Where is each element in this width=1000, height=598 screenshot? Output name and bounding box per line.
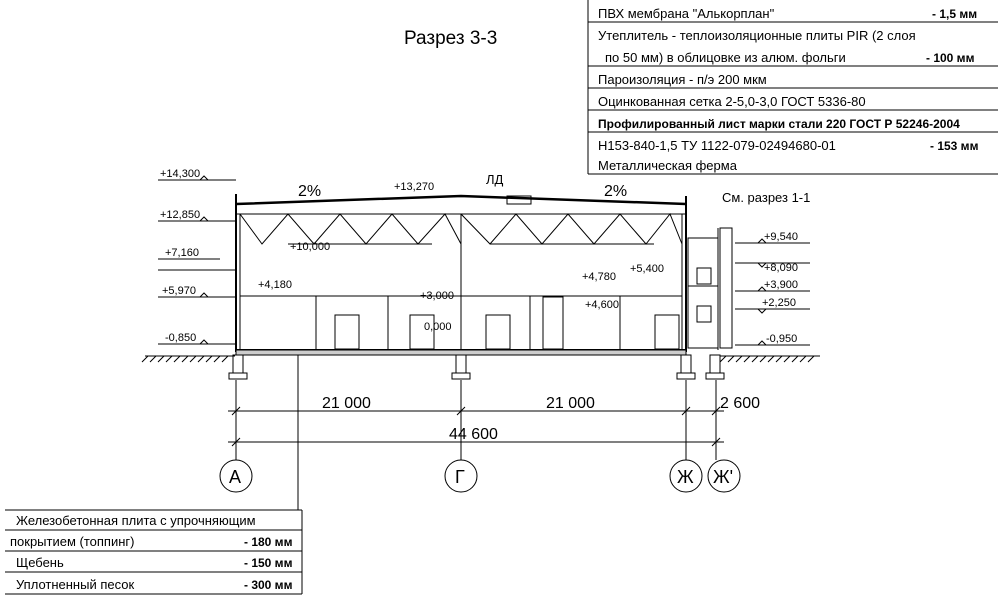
roof-layer-3: Пароизоляция - п/э 200 мкм [598, 72, 767, 87]
roof-layer-1: ПВХ мембрана "Алькорплан" [598, 6, 775, 21]
dimension-label: 2 600 [720, 395, 760, 412]
axis-label: Ж' [713, 467, 733, 487]
roof-layer-2-thickness: - 100 мм [926, 51, 975, 65]
roof-layer-4: Оцинкованная сетка 2-5,0-3,0 ГОСТ 5336-8… [598, 94, 866, 109]
elevation-label: +7,160 [165, 247, 199, 259]
dimension-lines [228, 380, 724, 460]
roof-layers-table [587, 0, 998, 175]
elevation-label: -0,850 [165, 332, 196, 344]
elevation-label: +14,300 [160, 168, 200, 180]
elevation-label: +8,090 [764, 262, 798, 274]
dimension-label: 21 000 [546, 395, 595, 412]
roof-layer-2: Утеплитель - теплоизоляционные плиты PIR… [598, 28, 916, 43]
floor-layer-2-thickness: - 150 мм [244, 556, 293, 570]
elevation-label: +12,850 [160, 209, 200, 221]
floor-layer-2: Щебень [16, 555, 64, 570]
elevation-label: +3,900 [764, 279, 798, 291]
floor-layer-3-thickness: - 300 мм [244, 578, 293, 592]
foundations [228, 354, 725, 380]
elevation-label: +2,250 [762, 297, 796, 309]
elevation-label: +4,600 [585, 299, 619, 311]
ground-lines [141, 355, 820, 363]
reference-note: См. разрез 1-1 [722, 190, 810, 205]
axis-label: А [229, 467, 241, 487]
elevation-label: +5,970 [162, 285, 196, 297]
elevation-label: +10,000 [290, 241, 330, 253]
slope-label: 2% [298, 183, 321, 200]
axis-bubbles [219, 459, 741, 493]
building-section [235, 194, 733, 356]
elevation-label: +4,180 [258, 279, 292, 291]
floor-layer-1b: покрытием (топпинг) [10, 534, 134, 549]
roof-layer-5-thickness: - 153 мм [930, 139, 979, 153]
elevation-label: 0,000 [424, 321, 452, 333]
elevation-label: +3,000 [420, 290, 454, 302]
floor-layer-1: Железобетонная плита с упрочняющим [16, 513, 256, 528]
slope-label: 2% [604, 183, 627, 200]
elevation-label: -0,950 [766, 333, 797, 345]
roof-layer-5b: Н153-840-1,5 ТУ 1122-079-02494680-01 [598, 138, 836, 153]
roof-layer-5: Профилированный лист марки стали 220 ГОС… [598, 117, 960, 131]
level-leaders-left [158, 175, 236, 345]
roof-layer-6: Металлическая ферма [598, 158, 738, 173]
axis-label: Ж [677, 467, 694, 487]
axis-label: Г [455, 467, 465, 487]
roof-layer-2b: по 50 мм) в облицовке из алюм. фольги [605, 50, 846, 65]
level-leaders-right [735, 238, 810, 346]
section-title: Разрез 3-3 [404, 28, 497, 49]
floor-layers-table [5, 350, 303, 595]
elevation-label: +9,540 [764, 231, 798, 243]
dimension-label: 21 000 [322, 395, 371, 412]
roof-layer-1-thickness: - 1,5 мм [932, 7, 977, 21]
floor-layer-1-thickness: - 180 мм [244, 535, 293, 549]
dimension-label: 44 600 [449, 426, 498, 443]
elevation-label: +13,270 [394, 181, 434, 193]
ld-note: ЛД [486, 172, 504, 187]
elevation-label: +5,400 [630, 263, 664, 275]
elevation-label: +4,780 [582, 271, 616, 283]
floor-layer-3: Уплотненный песок [16, 577, 134, 592]
